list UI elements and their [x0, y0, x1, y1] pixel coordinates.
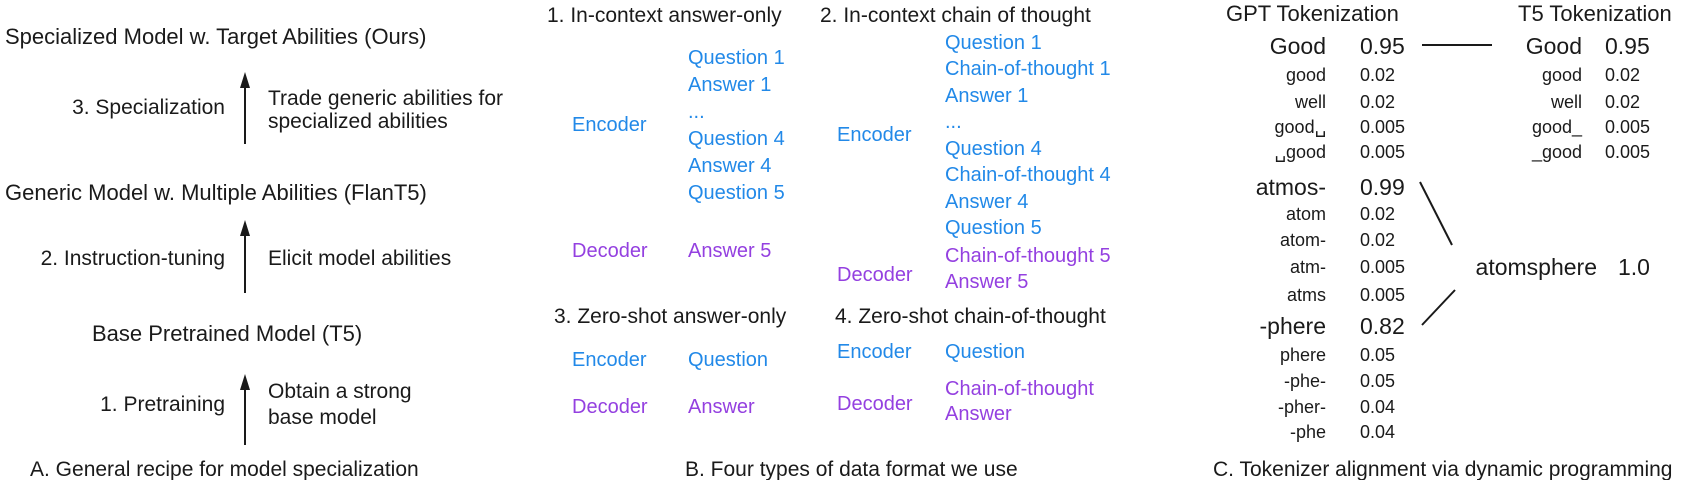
decoder-line: Answer 5: [945, 271, 1029, 293]
token-cell: good: [1541, 65, 1582, 85]
token-cell: -phe-: [1283, 371, 1326, 391]
prob-cell: 0.005: [1360, 117, 1406, 137]
decoder-line: Answer: [688, 396, 755, 418]
panel-b-caption: B. Four types of data format we use: [685, 458, 1018, 480]
prob-cell: 0.02: [1360, 65, 1396, 85]
panel-c-caption: C. Tokenizer alignment via dynamic progr…: [1213, 458, 1673, 480]
step-desc-pretraining-line2: base model: [268, 406, 377, 429]
token-cell: ␣good: [1274, 142, 1326, 162]
phere-alignment-line: [1421, 289, 1456, 326]
specialization-up-arrow-icon: [240, 72, 250, 144]
token-cell: good_: [1531, 117, 1582, 137]
token-cell: Good: [1269, 33, 1326, 59]
encoder-line: ...: [688, 101, 705, 123]
token-cell: well: [1550, 92, 1582, 112]
encoder-line: Chain-of-thought 1: [945, 58, 1111, 80]
step-desc-pretraining-line1: Obtain a strong: [268, 380, 412, 403]
decoder-label: Decoder: [572, 240, 648, 262]
decoder-line: Chain-of-thought: [945, 378, 1094, 400]
encoder-line: Question: [945, 341, 1026, 363]
token-cell: good: [1285, 65, 1326, 85]
prob-cell: 0.04: [1360, 422, 1396, 442]
prob-cell: 0.005: [1605, 142, 1651, 162]
instruction-tuning-up-arrow-icon: [240, 220, 250, 293]
atmos-alignment-line: [1419, 181, 1453, 246]
encoder-label: Encoder: [572, 114, 647, 136]
prob-cell: 0.95: [1360, 33, 1405, 59]
encoder-line: Question 4: [945, 138, 1042, 160]
format-title-1: 1. In-context answer-only: [547, 4, 782, 27]
decoder-line: Answer 5: [688, 240, 772, 262]
encoder-label: Encoder: [837, 341, 912, 363]
prob-cell: 0.02: [1360, 230, 1396, 250]
decoder-line: Chain-of-thought 5: [945, 245, 1111, 267]
token-cell: atm-: [1290, 257, 1326, 277]
token-cell: -phere: [1259, 313, 1326, 339]
model-title-specialized: Specialized Model w. Target Abilities (O…: [5, 24, 427, 49]
step-label-specialization: 3. Specialization: [72, 96, 225, 119]
decoder-label: Decoder: [837, 393, 913, 415]
token-cell: -pher-: [1277, 397, 1326, 417]
model-title-generic: Generic Model w. Multiple Abilities (Fla…: [5, 180, 427, 205]
token-cell: phere: [1279, 345, 1326, 365]
format-title-4: 4. Zero-shot chain-of-thought: [835, 305, 1106, 328]
prob-cell: 0.05: [1360, 345, 1396, 365]
prob-cell: 0.04: [1360, 397, 1396, 417]
prob-cell: 0.02: [1360, 92, 1396, 112]
step-desc-instruction-tuning: Elicit model abilities: [268, 247, 452, 270]
encoder-line: Answer 4: [945, 191, 1029, 213]
decoder-label: Decoder: [837, 264, 913, 286]
prob-cell: 0.02: [1360, 204, 1396, 224]
decoder-line: Answer: [945, 403, 1012, 425]
encoder-line: Question: [688, 349, 769, 371]
encoder-line: Question 1: [688, 47, 785, 69]
format-title-3: 3. Zero-shot answer-only: [554, 305, 787, 328]
prob-cell: 0.005: [1360, 257, 1406, 277]
encoder-line: Question 1: [945, 32, 1042, 54]
step-label-instruction-tuning: 2. Instruction-tuning: [40, 247, 225, 270]
encoder-line: Question 4: [688, 128, 785, 150]
token-cell: atom-: [1279, 230, 1326, 250]
token-cell: Good: [1525, 33, 1582, 59]
prob-cell: 0.005: [1360, 142, 1406, 162]
encoder-line: Chain-of-thought 4: [945, 164, 1111, 186]
encoder-line: Answer 1: [688, 74, 772, 96]
prob-cell: 0.005: [1605, 117, 1651, 137]
encoder-line: Question 5: [945, 217, 1042, 239]
encoder-line: ...: [945, 111, 962, 133]
panel-a-caption: A. General recipe for model specializati…: [30, 458, 419, 480]
token-cell: atom: [1285, 204, 1326, 224]
encoder-label: Encoder: [572, 349, 647, 371]
token-cell: _good: [1531, 142, 1582, 162]
token-cell: atomsphere: [1475, 254, 1597, 280]
encoder-label: Encoder: [837, 124, 912, 146]
token-cell: atms: [1286, 285, 1326, 305]
t5-column-title: T5 Tokenization: [1518, 1, 1672, 26]
model-title-base: Base Pretrained Model (T5): [92, 321, 363, 346]
prob-cell: 0.95: [1605, 33, 1650, 59]
decoder-label: Decoder: [572, 396, 648, 418]
prob-cell: 1.0: [1618, 254, 1650, 280]
format-title-2: 2. In-context chain of thought: [820, 4, 1091, 27]
prob-cell: 0.82: [1360, 313, 1405, 339]
step-label-pretraining: 1. Pretraining: [100, 393, 225, 416]
token-cell: good␣: [1274, 117, 1326, 137]
prob-cell: 0.02: [1605, 92, 1641, 112]
gpt-column-title: GPT Tokenization: [1226, 1, 1399, 26]
token-cell: -phe: [1289, 422, 1326, 442]
prob-cell: 0.05: [1360, 371, 1396, 391]
token-cell: well: [1294, 92, 1326, 112]
token-cell: atmos-: [1255, 174, 1326, 200]
prob-cell: 0.99: [1360, 174, 1405, 200]
prob-cell: 0.02: [1605, 65, 1641, 85]
step-desc-specialization-line1: Trade generic abilities for: [268, 87, 503, 110]
encoder-line: Answer 1: [945, 85, 1029, 107]
pretraining-up-arrow-icon: [240, 374, 250, 445]
prob-cell: 0.005: [1360, 285, 1406, 305]
encoder-line: Question 5: [688, 182, 785, 204]
step-desc-specialization-line2: specialized abilities: [268, 110, 448, 133]
encoder-line: Answer 4: [688, 155, 772, 177]
